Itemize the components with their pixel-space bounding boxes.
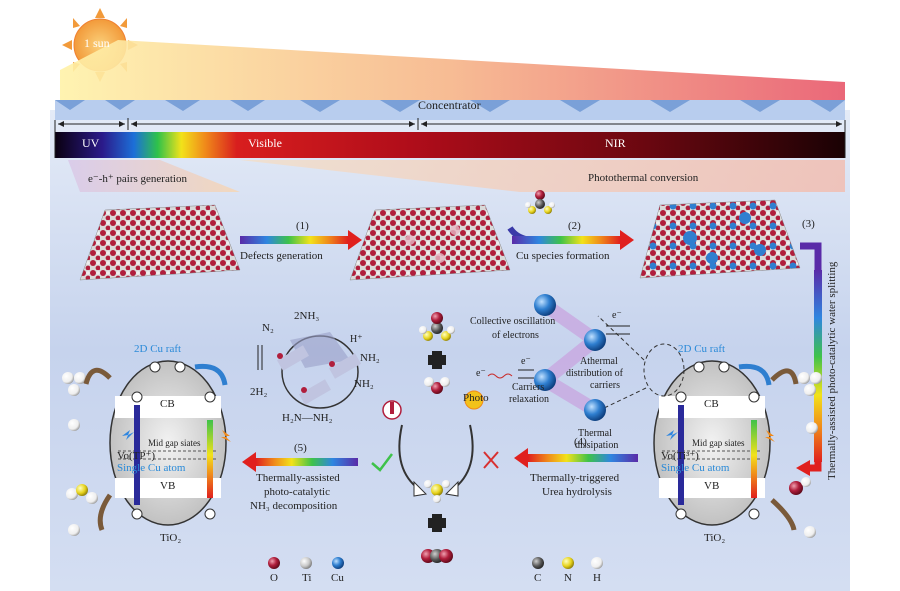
left-vo-label: Vo(TP⁺) [117,450,155,462]
right-mid-gap-label: Mid gap siates [692,438,745,448]
slab-pristine [79,204,241,281]
athermal-label-1: Athermal [580,356,618,367]
left-cb-label: CB [160,398,175,410]
urea-molecule-top [525,190,555,214]
left-single-cu-label: Single Cu atom [117,462,186,474]
photo-sun-icon [464,390,484,410]
left-tio2-cell [109,360,228,526]
plasmon-mechanism [487,294,630,421]
legend-c-label: C [534,572,542,584]
step3-number: (3) [802,218,815,230]
nh3-decomposition-cycle [257,332,361,409]
step2-label: Cu species formation [516,250,610,262]
legend-n-label: N [564,572,572,584]
step5-number: (5) [294,442,307,454]
left-mid-gap-label: Mid gap siates [148,438,201,448]
legend-h-label: H [593,572,601,584]
legend-ti-ball [300,557,312,569]
thermal-label-2: dissipation [575,440,619,451]
legend-cu-ball [332,557,344,569]
right-tio2-label: TiO₂ [704,532,726,544]
step5-label-1: Thermally-assisted [256,472,340,484]
left-molecules [62,367,113,536]
legend-ti-label: Ti [302,572,312,584]
step1-number: (1) [296,220,309,232]
nir-label: NIR [605,136,626,150]
concentrator-teeth [55,100,845,120]
step1-label: Defects generation [240,250,323,262]
right-vb-label: VB [704,480,720,492]
step4-label-1: Thermally-triggered [530,472,620,484]
concentrator-label: Concentrator [418,98,481,112]
collective-label-2: of electrons [492,330,539,341]
sun-label: 1 sun [84,36,110,50]
right-molecules [770,368,822,538]
legend [268,557,603,569]
uv-label: UV [82,136,100,150]
spectrum-bar [55,132,845,158]
legend-cu-label: Cu [331,572,344,584]
slab-defects [349,204,511,281]
right-vo-label: Vo(Ti³⁺) [661,450,699,462]
right-tio2-cell [653,360,772,526]
photo-label: Photo [463,392,489,404]
collective-label-1: Collective oscillation [470,316,556,327]
step4-label-2: Urea hydrolysis [542,486,612,498]
legend-h-ball [591,557,603,569]
step4-number: (4) [574,436,587,448]
n2-label: N₂ [262,322,274,334]
electron-label-wave: e⁻ [476,368,486,379]
photothermal-label: Photothermal conversion [588,172,699,184]
nh2-label-a: NH₂ [360,352,380,364]
h2-label: 2H₂ [250,386,268,398]
nh2-label-b: NH₂ [354,378,374,390]
step5-label-2: photo-catalytic [264,486,330,498]
legend-o-ball [268,557,280,569]
step2-number: (2) [568,220,581,232]
legend-o-label: O [270,572,278,584]
hydrazine-label: H₂N—NH₂ [282,412,333,424]
step5-label-3: NH₃ decomposition [250,500,338,512]
carriers-label-1: Carriers [512,382,545,393]
legend-n-ball [562,557,574,569]
thermal-label-1: Thermal [578,428,612,439]
left-raft-label: 2D Cu raft [134,343,182,355]
athermal-label-3: carriers [590,380,620,391]
nh3-label: 2NH₃ [294,310,320,322]
legend-c-ball [532,557,544,569]
electron-label-mid: e⁻ [521,356,531,367]
left-vb-label: VB [160,480,176,492]
right-single-cu-label: Single Cu atom [661,462,730,474]
step3-label: Thermally-assisted photo-catalytic water… [826,261,838,480]
carriers-label-2: relaxation [509,394,549,405]
hplus-label: H⁺ [350,334,363,345]
right-raft-label: 2D Cu raft [678,343,726,355]
visible-label: Visible [248,136,282,150]
slab-cu-species [639,199,801,279]
electron-label-top: e⁻ [612,310,622,321]
eh-generation-label: e⁻-h⁺ pairs generation [88,173,187,185]
left-tio2-label: TiO₂ [160,532,182,544]
center-molecules [419,312,455,563]
right-cb-label: CB [704,398,719,410]
athermal-label-2: distribution of [566,368,623,379]
